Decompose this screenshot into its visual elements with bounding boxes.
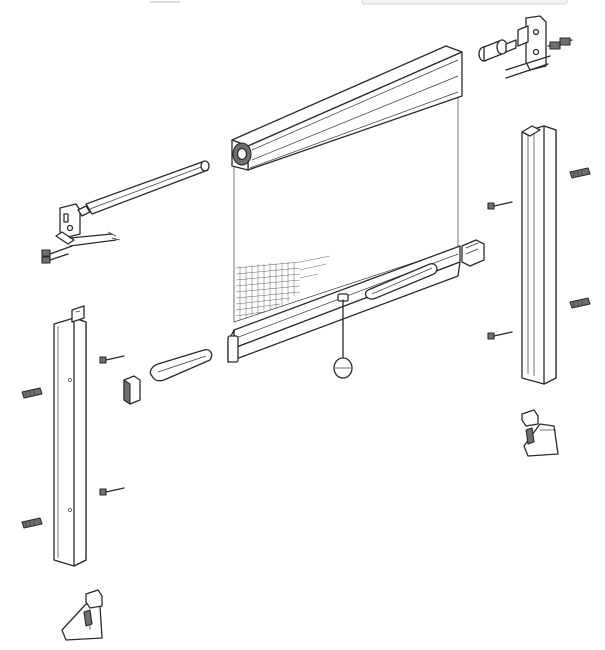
pull-cord [333, 299, 353, 379]
wall-plug [569, 167, 591, 179]
end-plug [478, 39, 517, 62]
right-bar-clip [461, 239, 485, 267]
right-guide-rail [521, 125, 557, 385]
top-edge-artifacts [150, 0, 568, 5]
mesh-pattern [235, 255, 331, 320]
screw [99, 355, 125, 364]
right-bracket-screws [505, 37, 573, 79]
loose-handle [149, 348, 213, 382]
wall-plug [21, 387, 43, 399]
wall-plug [569, 297, 591, 309]
bar-handle [364, 263, 438, 300]
left-end-cap [123, 375, 141, 405]
left-bracket-screws [41, 231, 121, 264]
left-foot-clip [61, 589, 103, 641]
screws [99, 201, 513, 496]
wall-plugs [21, 167, 591, 529]
roller-cassette [231, 45, 463, 171]
left-mounting-bracket [41, 203, 121, 264]
cassette-end-cap [232, 142, 252, 166]
bottom-bar [227, 245, 461, 363]
right-foot-clip [521, 409, 559, 457]
screw [487, 201, 513, 210]
left-guide-rail [53, 305, 87, 567]
screw [487, 331, 513, 340]
screw [99, 487, 125, 496]
spacer-rod [85, 160, 210, 215]
wall-plug [21, 517, 43, 529]
right-mounting-bracket [505, 15, 573, 79]
